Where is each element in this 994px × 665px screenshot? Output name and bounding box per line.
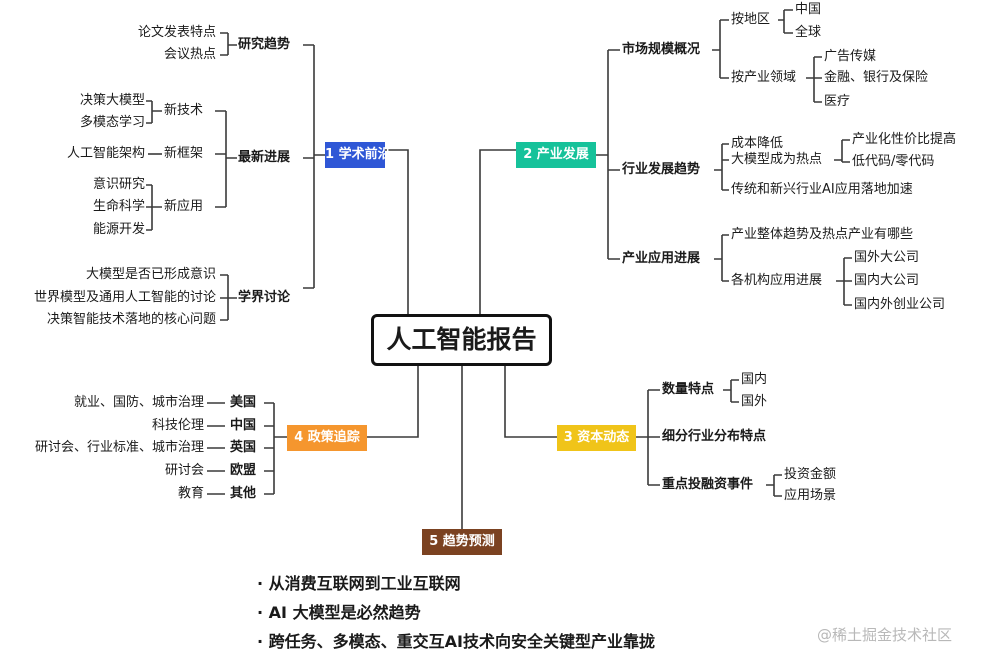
b1-app-title[interactable]: 新应用 bbox=[164, 199, 204, 214]
b1-research-item[interactable]: 论文发表特点 bbox=[137, 25, 216, 40]
connector-b3-main bbox=[636, 389, 660, 486]
b3-count-item[interactable]: 国外 bbox=[741, 394, 768, 409]
b2-hot-item[interactable]: 低代码/零代码 bbox=[852, 154, 935, 169]
b2-org-item[interactable]: 国内外创业公司 bbox=[854, 297, 946, 312]
b2-hot-item[interactable]: 产业化性价比提高 bbox=[852, 132, 957, 147]
b1-research-title[interactable]: 研究趋势 bbox=[238, 37, 291, 52]
branch-1-academic[interactable]: 1 学术前沿 bbox=[325, 142, 391, 168]
b2-trend-cost[interactable]: 成本降低 bbox=[731, 136, 784, 151]
b2-trend-ai[interactable]: 传统和新兴行业AI应用落地加速 bbox=[731, 182, 913, 197]
b4-row-label[interactable]: 欧盟 bbox=[230, 463, 257, 478]
b5-bullet-text: 从消费互联网到工业互联网 bbox=[268, 574, 461, 593]
b5-bullet: · 从消费互联网到工业互联网 bbox=[257, 573, 461, 595]
b2-region-item[interactable]: 全球 bbox=[795, 25, 822, 40]
branch-5-forecast[interactable]: 5 趋势预测 bbox=[422, 529, 502, 555]
b1-frame-title[interactable]: 新框架 bbox=[164, 146, 204, 161]
bullet-dot: · bbox=[257, 632, 264, 651]
b2-region-title[interactable]: 按地区 bbox=[731, 12, 771, 27]
connector-b2-apply bbox=[714, 234, 729, 282]
b1-discuss-item[interactable]: 大模型是否已形成意识 bbox=[85, 267, 216, 282]
connector-b2-industry bbox=[806, 56, 822, 103]
connector-central-b2 bbox=[479, 149, 518, 314]
b2-hot-title[interactable]: 大模型成为热点 bbox=[731, 152, 823, 167]
watermark: @稀土掘金技术社区 bbox=[817, 626, 953, 644]
b4-row-label[interactable]: 其他 bbox=[230, 486, 257, 501]
b2-market-title[interactable]: 市场规模概况 bbox=[622, 42, 701, 57]
b5-bullet: · AI 大模型是必然趋势 bbox=[257, 602, 421, 624]
b1-discuss-title[interactable]: 学界讨论 bbox=[238, 290, 291, 305]
b3-dist-title[interactable]: 细分行业分布特点 bbox=[662, 429, 767, 444]
b2-org-title[interactable]: 各机构应用进展 bbox=[731, 273, 823, 288]
b4-row-detail[interactable]: 科技伦理 bbox=[151, 418, 204, 433]
b4-row-detail[interactable]: 研讨会、行业标准、城市治理 bbox=[34, 440, 204, 455]
b1-tech-title[interactable]: 新技术 bbox=[164, 103, 204, 118]
connector-b3-events bbox=[766, 474, 782, 497]
b2-region-item[interactable]: 中国 bbox=[795, 2, 822, 17]
connector-central-b4 bbox=[365, 366, 419, 438]
b2-trend-title[interactable]: 行业发展趋势 bbox=[622, 162, 701, 177]
b3-count-title[interactable]: 数量特点 bbox=[662, 382, 715, 397]
b3-events-title[interactable]: 重点投融资事件 bbox=[662, 477, 754, 492]
b2-industry-item[interactable]: 金融、银行及保险 bbox=[824, 70, 929, 85]
b1-app-item[interactable]: 能源开发 bbox=[92, 222, 145, 237]
b2-org-item[interactable]: 国内大公司 bbox=[854, 273, 920, 288]
connector-b2-org bbox=[836, 257, 852, 306]
connector-b1-research bbox=[220, 32, 237, 56]
b2-org-item[interactable]: 国外大公司 bbox=[854, 250, 920, 265]
b3-events-item[interactable]: 应用场景 bbox=[784, 488, 837, 503]
b4-row-label[interactable]: 美国 bbox=[230, 395, 257, 410]
b1-discuss-item[interactable]: 决策智能技术落地的核心问题 bbox=[46, 312, 216, 327]
b4-row-label[interactable]: 中国 bbox=[230, 418, 257, 433]
b1-progress-title[interactable]: 最新进展 bbox=[238, 150, 291, 165]
connector-b4-main bbox=[264, 402, 287, 495]
bullet-dot: · bbox=[257, 574, 264, 593]
connector-b2-region bbox=[778, 9, 793, 34]
branch-3-capital[interactable]: 3 资本动态 bbox=[557, 425, 636, 451]
b5-bullet: · 跨任务、多模态、重交互AI技术向安全关键型产业靠拢 bbox=[257, 631, 655, 653]
b2-apply-title[interactable]: 产业应用进展 bbox=[622, 251, 701, 266]
connector-central-b1 bbox=[370, 149, 409, 314]
branch-2-industry[interactable]: 2 产业发展 bbox=[516, 142, 596, 168]
b1-discuss-item[interactable]: 世界模型及通用人工智能的讨论 bbox=[33, 290, 216, 305]
b5-bullet-text: AI 大模型是必然趋势 bbox=[268, 603, 421, 622]
b1-tech-item[interactable]: 多模态学习 bbox=[79, 115, 145, 130]
connector-b1-tech bbox=[146, 100, 162, 124]
b4-row-detail[interactable]: 研讨会 bbox=[164, 463, 204, 478]
connector-b2-market bbox=[712, 19, 729, 79]
b1-tech-item[interactable]: 决策大模型 bbox=[79, 93, 145, 108]
b1-app-item[interactable]: 生命科学 bbox=[92, 199, 145, 214]
b2-industry-item[interactable]: 医疗 bbox=[824, 94, 851, 109]
connector-b4-leaders bbox=[207, 402, 225, 495]
b3-count-item[interactable]: 国内 bbox=[741, 372, 768, 387]
connector-b2-hot bbox=[834, 139, 850, 163]
b4-row-label[interactable]: 英国 bbox=[230, 440, 257, 455]
connector-b1-app bbox=[146, 184, 162, 231]
branch-4-policy[interactable]: 4 政策追踪 bbox=[287, 425, 367, 451]
connector-b1-main bbox=[303, 44, 325, 289]
b5-bullet-text: 跨任务、多模态、重交互AI技术向安全关键型产业靠拢 bbox=[268, 632, 655, 651]
connector-b1-discuss bbox=[220, 274, 237, 321]
b4-row-detail[interactable]: 教育 bbox=[177, 486, 204, 501]
b1-app-item[interactable]: 意识研究 bbox=[92, 177, 145, 192]
connector-b2-trend bbox=[714, 143, 729, 191]
b2-apply-overall[interactable]: 产业整体趋势及热点产业有哪些 bbox=[731, 227, 914, 242]
connector-b3-count bbox=[723, 379, 739, 403]
bullet-dot: · bbox=[257, 603, 264, 622]
b2-industry-title[interactable]: 按产业领域 bbox=[731, 70, 797, 85]
b4-row-detail[interactable]: 就业、国防、城市治理 bbox=[73, 395, 204, 410]
b1-frame-item[interactable]: 人工智能架构 bbox=[66, 146, 145, 161]
b2-industry-item[interactable]: 广告传媒 bbox=[824, 49, 877, 64]
b3-events-item[interactable]: 投资金额 bbox=[784, 467, 837, 482]
b1-research-item[interactable]: 会议热点 bbox=[163, 47, 216, 62]
connector-b2-main bbox=[595, 49, 620, 260]
connector-central-b3 bbox=[504, 366, 559, 438]
connector-b1-progress bbox=[215, 110, 237, 208]
central-topic[interactable]: 人工智能报告 bbox=[371, 314, 552, 366]
